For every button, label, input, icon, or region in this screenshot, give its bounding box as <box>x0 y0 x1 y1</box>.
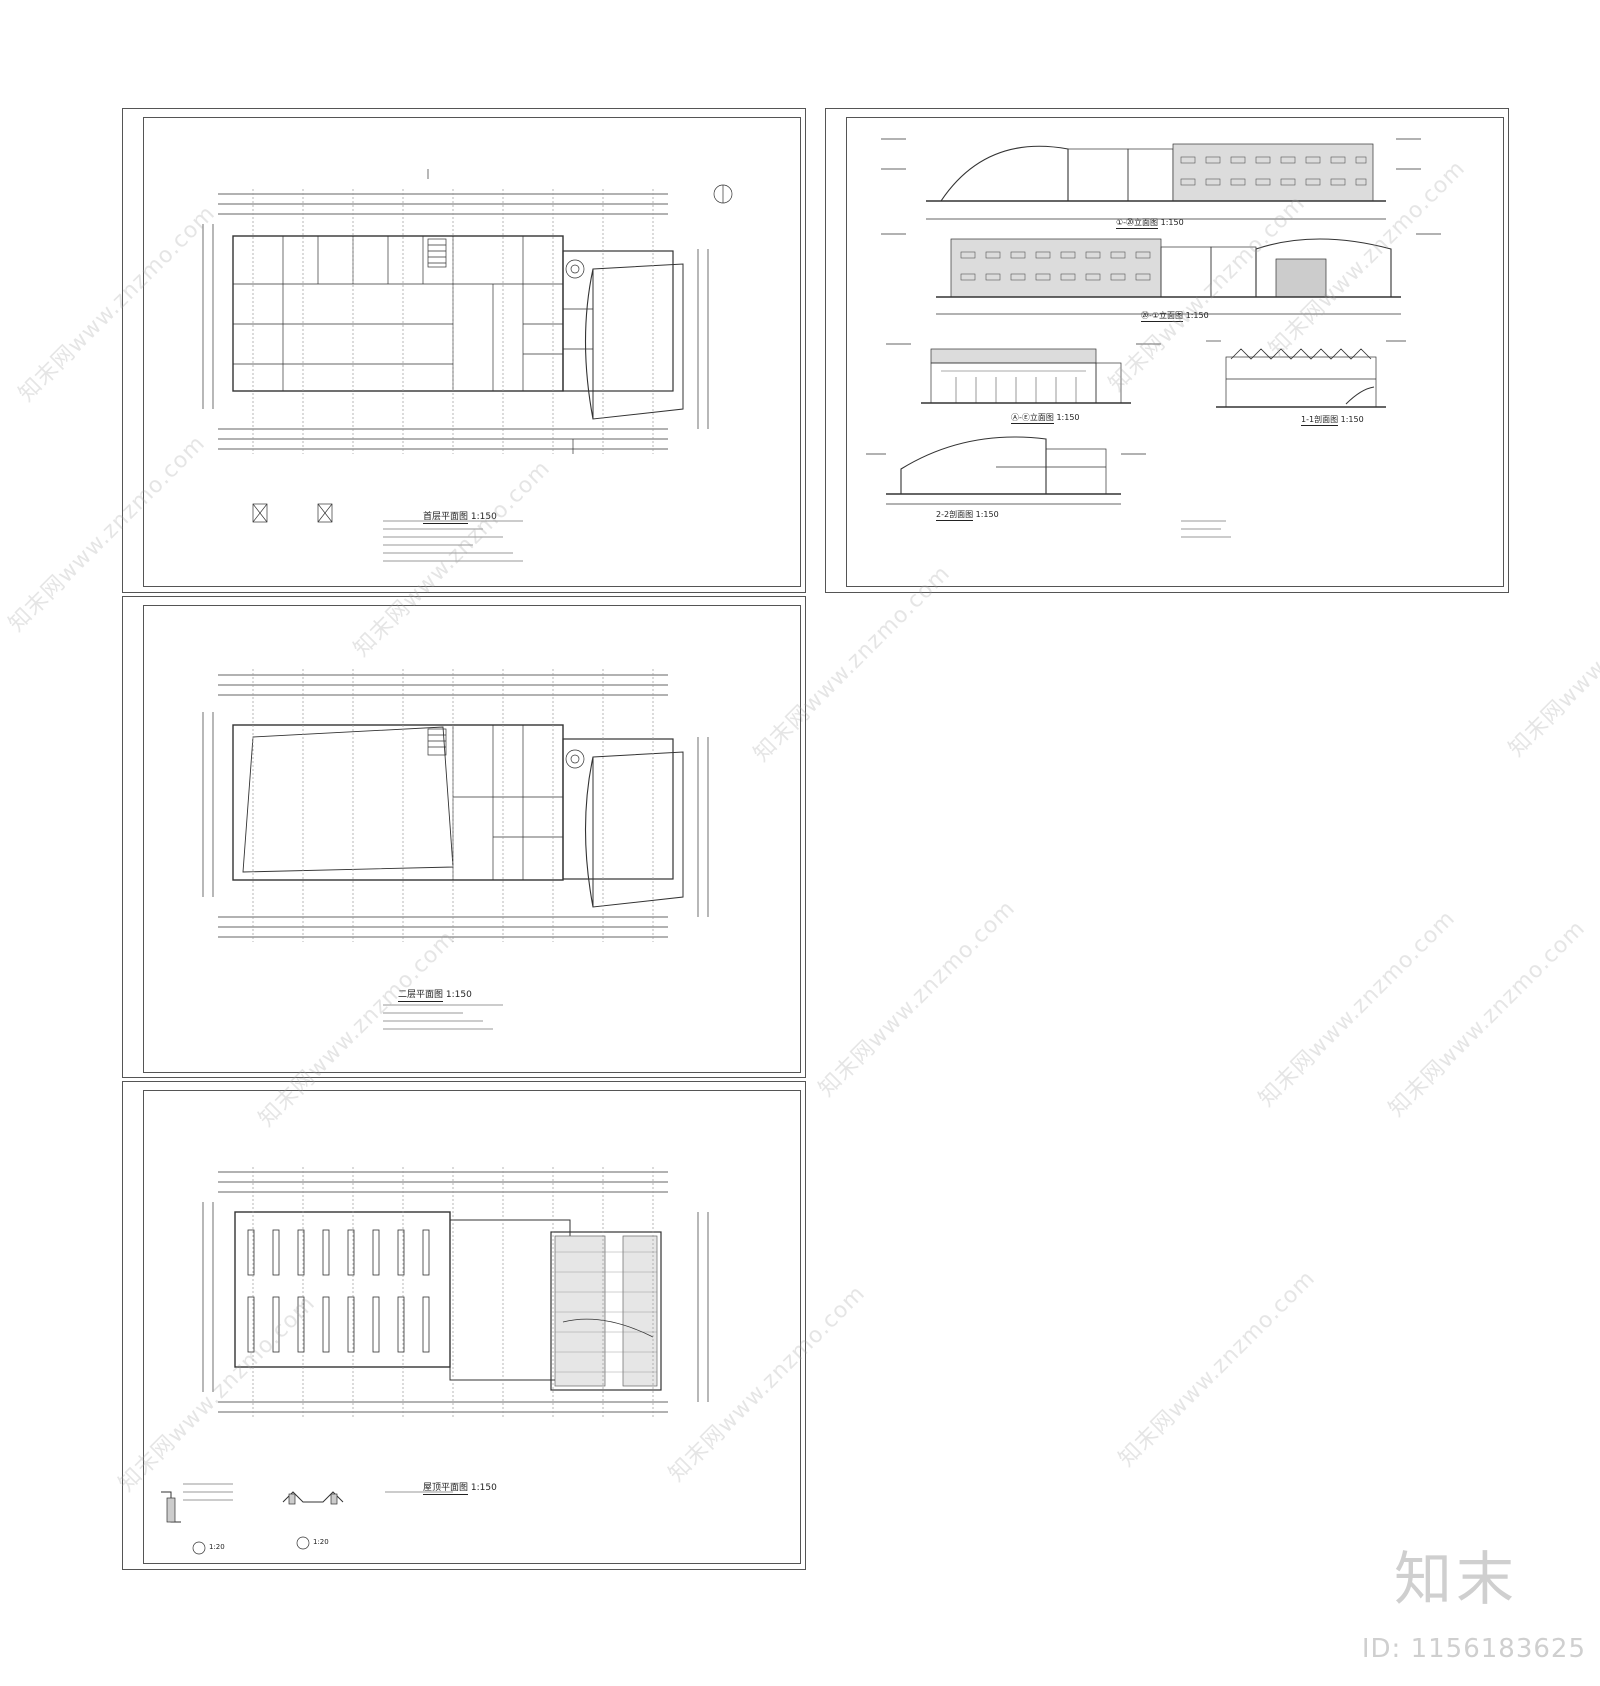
elevation-c-title: Ⓐ-Ⓔ立面图 1:150 <box>1011 412 1080 424</box>
watermark-text: 知末网www.znzmo.com <box>1384 915 1591 1122</box>
elevation-b-title: ⑳-①立面图 1:150 <box>1141 310 1209 322</box>
sheet-second-floor-plan: 二层平面图 1:150 <box>122 596 806 1078</box>
detail-2-scale-label: 1:20 <box>313 1538 329 1546</box>
sheet-ground-floor-plan: 首层平面图 1:150 <box>122 108 806 593</box>
watermark-text: 知末网www.znzmo.com <box>1254 905 1461 1112</box>
sheet-roof-plan: 屋顶平面图 1:150 1:20 1:20 <box>122 1081 806 1570</box>
section-2-name: 2-2剖面图 <box>936 510 974 521</box>
roof-plan-name: 屋顶平面图 <box>423 1483 469 1495</box>
watermark-text: 知末网www.znzmo.com <box>1504 555 1600 762</box>
elevation-c-scale: 1:150 <box>1056 413 1080 422</box>
brand-logo-text: 知末 <box>1393 1545 1518 1613</box>
elevation-a-scale: 1:150 <box>1160 218 1184 227</box>
asset-id-label: ID: 1156183625 <box>1361 1634 1586 1664</box>
section-2-title: 2-2剖面图 1:150 <box>936 509 999 521</box>
sheet-elevations-sections: ①-⑳立面图 1:150 ⑳-①立面图 1:150 Ⓐ-Ⓔ立面图 1:150 1… <box>825 108 1509 593</box>
ground-floor-plan-title: 首层平面图 1:150 <box>423 509 497 524</box>
section-1-scale: 1:150 <box>1340 415 1364 424</box>
elevation-c-name: Ⓐ-Ⓔ立面图 <box>1011 413 1054 424</box>
section-1-title: 1-1剖面图 1:150 <box>1301 414 1364 426</box>
detail-1-scale-label: 1:20 <box>209 1543 225 1551</box>
elevation-b-name: ⑳-①立面图 <box>1141 311 1184 322</box>
detail-2-scale: 1:20 <box>313 1538 329 1546</box>
second-floor-plan-drawing <box>202 669 709 1030</box>
second-floor-plan-title: 二层平面图 1:150 <box>398 987 472 1002</box>
detail-1-scale: 1:20 <box>209 1543 225 1551</box>
second-floor-plan-name: 二层平面图 <box>398 990 444 1002</box>
elevations-drawing <box>866 138 1441 538</box>
second-floor-plan-scale: 1:150 <box>445 990 472 1000</box>
elevation-a-title: ①-⑳立面图 1:150 <box>1116 217 1184 229</box>
watermark-text: 知末网www.znzmo.com <box>814 895 1021 1102</box>
roof-plan-drawing <box>161 1167 709 1555</box>
ground-floor-plan-scale: 1:150 <box>470 512 497 522</box>
ground-floor-plan-name: 首层平面图 <box>423 512 469 524</box>
roof-plan-scale: 1:150 <box>470 1483 497 1493</box>
section-1-name: 1-1剖面图 <box>1301 415 1339 426</box>
elevation-a-name: ①-⑳立面图 <box>1116 218 1159 229</box>
section-2-scale: 1:150 <box>975 510 999 519</box>
roof-plan-title: 屋顶平面图 1:150 <box>423 1480 497 1495</box>
ground-floor-plan-drawing <box>202 169 733 562</box>
watermark-text: 知末网www.znzmo.com <box>1114 1265 1321 1472</box>
elevation-b-scale: 1:150 <box>1185 311 1209 320</box>
